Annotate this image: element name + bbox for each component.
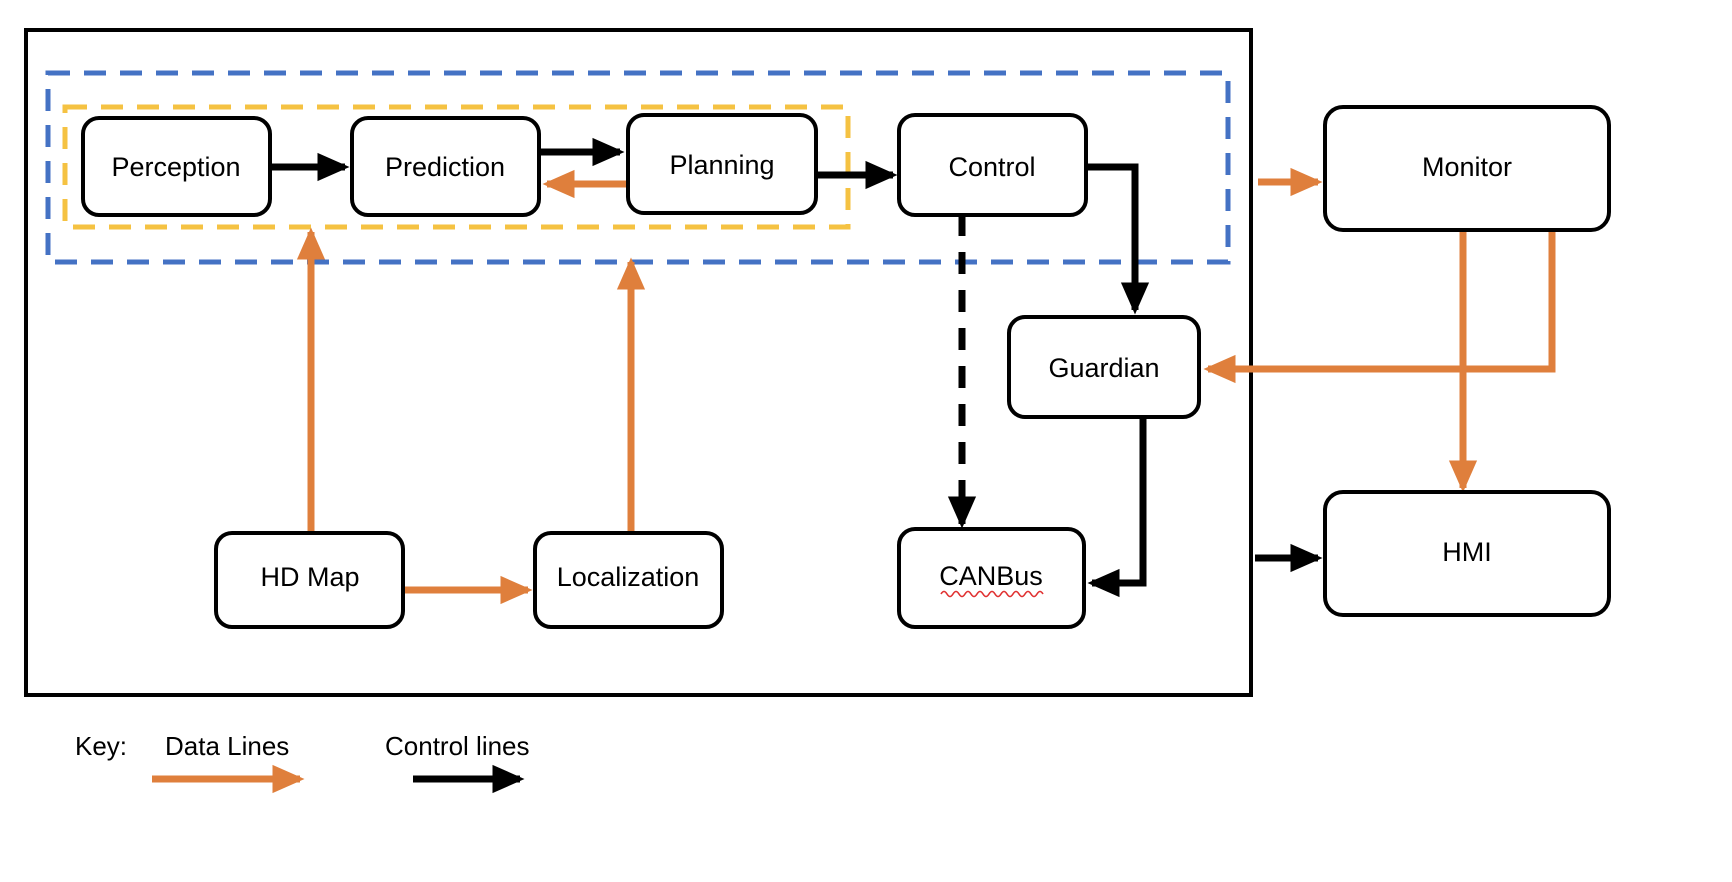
node-prediction-label: Prediction (385, 152, 505, 182)
data-edge-monitor-to-guardian (1203, 230, 1556, 384)
node-control-label: Control (948, 152, 1035, 182)
node-hd-map-box[interactable] (214, 531, 405, 629)
key-legend: Key: Data Lines Control lines (75, 731, 530, 794)
node-monitor[interactable]: Monitor (1323, 105, 1611, 232)
system-boundary-frame (24, 28, 1253, 697)
node-planning-box[interactable] (626, 113, 818, 215)
node-control-box[interactable] (897, 113, 1088, 217)
node-guardian[interactable]: Guardian (1007, 315, 1201, 419)
node-localization-label: Localization (557, 562, 700, 592)
node-localization-box[interactable] (533, 531, 724, 629)
node-canbus-label: CANBus (939, 561, 1043, 591)
node-hmi-box[interactable] (1323, 490, 1611, 617)
node-planning[interactable]: Planning (626, 113, 818, 215)
node-monitor-box[interactable] (1323, 105, 1611, 232)
node-control[interactable]: Control (897, 113, 1088, 217)
key-control-lines-label: Control lines (385, 731, 530, 761)
control-edge-guardian-to-canbus (1087, 414, 1147, 598)
node-guardian-box[interactable] (1007, 315, 1201, 419)
spellcheck-underline-icon (940, 590, 1044, 598)
key-data-lines-label: Data Lines (165, 731, 289, 761)
node-prediction[interactable]: Prediction (350, 116, 541, 217)
node-hmi-label: HMI (1442, 537, 1492, 567)
node-hd-map-label: HD Map (260, 562, 359, 592)
key-title: Key: (75, 731, 127, 761)
node-perception[interactable]: Perception (81, 116, 272, 217)
node-localization[interactable]: Localization (533, 531, 724, 629)
node-guardian-label: Guardian (1048, 353, 1159, 383)
node-perception-box[interactable] (81, 116, 272, 217)
group-boundary-yellow-dashed (62, 104, 851, 230)
node-monitor-label: Monitor (1422, 152, 1512, 182)
node-canbus-box[interactable] (897, 527, 1086, 629)
node-hd-map[interactable]: HD Map (214, 531, 405, 629)
node-perception-label: Perception (111, 152, 240, 182)
node-prediction-box[interactable] (350, 116, 541, 217)
node-hmi[interactable]: HMI (1323, 490, 1611, 617)
node-canbus[interactable]: CANBus (897, 527, 1086, 629)
control-edge-control-to-guardian (1085, 163, 1150, 315)
node-planning-label: Planning (669, 150, 774, 180)
